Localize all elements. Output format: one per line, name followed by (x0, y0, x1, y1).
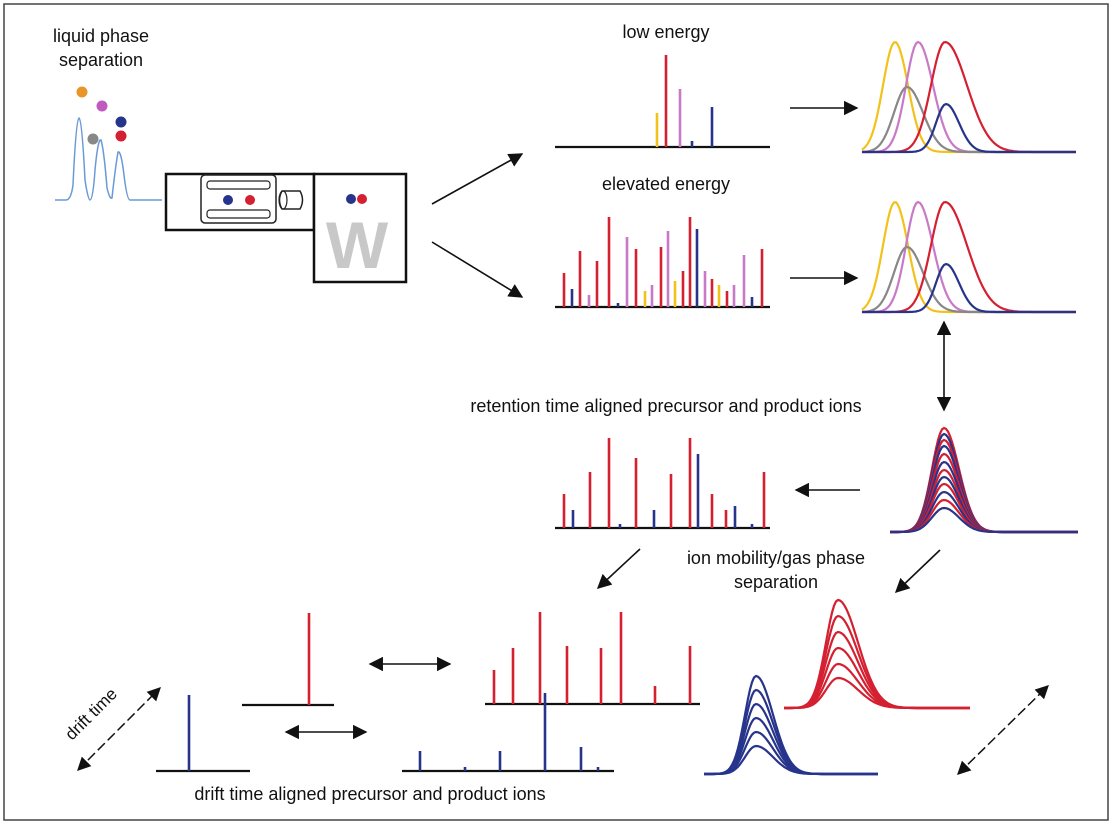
analyte-dot-icon (87, 133, 99, 145)
drift-products-red (485, 612, 700, 706)
label-drift-time-axis: drift time (61, 684, 121, 744)
label-liquid-separation: separation (59, 50, 143, 70)
arrow-icon (894, 549, 941, 593)
chromatogram-peak (890, 426, 1078, 534)
chromatogram-peak (862, 40, 1076, 154)
chromatogram-peak (704, 744, 878, 776)
chromatogram-peak (784, 598, 970, 710)
label-liquid-phase: liquid phase (53, 26, 149, 46)
lc-chromatogram (55, 117, 162, 201)
instrument-schematic: W (164, 172, 408, 284)
chromatogram-peak (704, 674, 878, 776)
chromatogram-peak (862, 262, 1076, 314)
arrow-icon (596, 548, 641, 589)
mobility-peaks-blue (704, 674, 878, 776)
chromatogram-peak (890, 438, 1078, 534)
low-energy-spectrum (555, 55, 770, 149)
analyte-dot-icon (96, 100, 108, 112)
label-retention-time-aligned: retention time aligned precursor and pro… (470, 396, 861, 416)
aligned-peaks (890, 426, 1078, 534)
analyte-dot-icon (76, 86, 88, 98)
drift-axis-right (957, 685, 1049, 775)
label-drift-time-aligned: drift time aligned precursor and product… (194, 784, 545, 804)
label-elevated-energy: elevated energy (602, 174, 730, 194)
label-low-energy: low energy (622, 22, 709, 42)
analyte-dot-icon (115, 130, 127, 142)
chromatogram-peak (890, 506, 1078, 534)
drift-products-blue (402, 693, 614, 773)
figure-border (3, 3, 1109, 821)
chromatogram-peak (890, 432, 1078, 534)
arrow-icon (431, 241, 524, 298)
chromatogram-peak (784, 676, 970, 710)
arrow-icon (431, 153, 524, 205)
analyte-dot-icon (115, 116, 127, 128)
label-ion-mobility: ion mobility/gas phase (687, 548, 865, 568)
xic-low-energy (861, 40, 1076, 154)
chromatogram-peak (890, 444, 1078, 534)
drift-axis-left (77, 687, 161, 771)
instrument-logo: W (326, 208, 389, 282)
xic-elevated-energy (861, 200, 1076, 314)
chromatogram-peak (784, 614, 970, 710)
elevated-energy-spectrum (555, 217, 770, 309)
drift-precursor-red (242, 613, 334, 707)
chromatogram-peak (862, 102, 1076, 154)
chromatogram-peak (862, 200, 1076, 314)
mobility-peaks-red (784, 598, 970, 710)
drift-precursor-blue (156, 695, 250, 773)
retention-aligned-spectrum (555, 438, 770, 530)
label-ion-mobility-separation: separation (734, 572, 818, 592)
